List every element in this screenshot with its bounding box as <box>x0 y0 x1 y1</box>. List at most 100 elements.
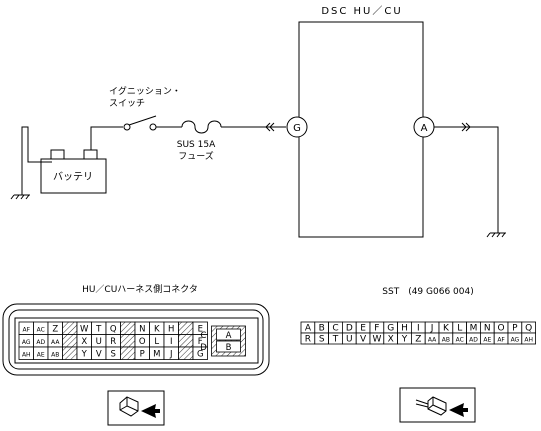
terminal-g-label: G <box>293 123 301 134</box>
a-to-ground-wire <box>434 126 499 233</box>
connector-pin-label: AB <box>51 352 59 359</box>
connector-blank-pin <box>62 321 78 335</box>
connector-pin-label: AE <box>37 352 45 359</box>
sst-pin-label: T <box>332 335 339 345</box>
connector-view-icon-left <box>107 390 165 426</box>
sst-pin-label: N <box>484 324 491 334</box>
ignition-switch <box>123 115 182 131</box>
arrow-icon <box>141 404 160 418</box>
sst-pin-label: E <box>360 324 366 334</box>
arrow-icon <box>449 403 468 417</box>
connector-pin-label: Z <box>52 325 58 335</box>
terminal-g <box>286 116 308 138</box>
connector-blank-pin <box>178 321 194 335</box>
connector-blank-pin <box>120 346 136 360</box>
sst-pin-label: AA <box>428 337 437 344</box>
connector-blank-pin <box>178 346 194 360</box>
connector-pin-label: AA <box>51 339 60 346</box>
sst-pin-label: AG <box>511 337 520 344</box>
connector-pin-label: G <box>197 350 204 360</box>
switch-label-line2: スイッチ <box>109 98 145 109</box>
connector-pin <box>216 340 241 353</box>
connector-pin-label: AC <box>37 327 45 334</box>
connector-pin-label: P <box>140 350 145 360</box>
sst-pin-label: J <box>430 324 434 334</box>
sst-pin-label: B <box>319 324 325 334</box>
connector-pin-label: C <box>201 331 207 341</box>
connector-pin-label: AH <box>22 352 31 359</box>
sst-pin-label: R <box>305 335 311 345</box>
sst-pin-label: Z <box>415 335 421 345</box>
sst-pin-label: U <box>346 335 353 345</box>
fuse <box>181 120 222 134</box>
connector-arrow-g <box>265 122 275 132</box>
connector-pin-label: AG <box>22 339 31 346</box>
connector-arrow-a <box>461 122 471 132</box>
battery-positive-wire <box>90 126 123 150</box>
circuit: DSC HU／CU バッテリ イグニッション・ スイッチ <box>10 5 506 238</box>
switch-label-line1: イグニッション・ <box>109 85 181 97</box>
sst-pin-label: AH <box>524 337 533 344</box>
sst-pin-label: D <box>346 324 353 334</box>
connector-pin-label: D <box>200 343 207 353</box>
connector-pin-label: R <box>110 337 116 347</box>
sst-pin-label: M <box>470 324 478 334</box>
connector-pin-label: K <box>154 325 160 335</box>
connector-pin-label: S <box>111 350 116 360</box>
unit-title: DSC HU／CU <box>321 5 402 17</box>
sst-pin-label: X <box>388 335 394 345</box>
connector-pin <box>192 346 208 360</box>
sst-pin-label: AD <box>469 337 478 344</box>
sst-pin-label: S <box>319 335 325 345</box>
fuse-label-line1: SUS 15A <box>177 140 216 150</box>
ground-symbol-right <box>486 232 506 238</box>
connector-pin-label: N <box>139 325 145 335</box>
connector-pin-label: E <box>198 325 203 335</box>
battery: バッテリ <box>40 149 107 194</box>
connector-pin-label: M <box>153 350 160 360</box>
sst-pin-label: AB <box>442 337 450 344</box>
connector-blank-pin <box>178 334 194 348</box>
sst-pin-label: AF <box>497 337 505 344</box>
sst-pin-label: V <box>360 335 367 345</box>
connector-pin-label: AF <box>22 327 30 334</box>
sst-pin <box>521 332 536 345</box>
connector-blank-pin <box>62 334 78 348</box>
connector-blank-pin <box>120 321 136 335</box>
sst-pin-label: W <box>372 335 381 345</box>
connector-pin-label: J <box>169 350 173 360</box>
connector-pin-label: A <box>226 331 232 341</box>
fuse-label-line2: フューズ <box>178 150 214 162</box>
sst-pin-label: A <box>305 324 312 334</box>
sst-pin-label: L <box>457 324 462 334</box>
sst-pin-label: Q <box>525 324 532 334</box>
sst-pin-label: H <box>401 324 408 334</box>
connector-pin-label: U <box>96 337 102 347</box>
connector-pin-label: X <box>81 337 87 347</box>
connector-pin-label: T <box>95 325 102 335</box>
sst-pin-label: C <box>332 324 338 334</box>
sst-pin-label: AC <box>456 337 464 344</box>
sst-pin-label: F <box>374 324 379 334</box>
connector-pin-label: H <box>168 325 174 335</box>
connector-title: HU／CUハーネス側コネクタ <box>82 283 198 295</box>
sst-pin-label: I <box>417 324 420 334</box>
connector-blank-pin <box>120 334 136 348</box>
sst-title: SST (49 G066 004) <box>382 287 473 297</box>
connector-pin-label: F <box>198 337 203 347</box>
sst-pin-label: AE <box>483 337 491 344</box>
sst-pin-label: K <box>443 324 450 334</box>
battery-label: バッテリ <box>53 171 93 183</box>
connector-pin <box>216 328 241 341</box>
connector-pin-label: B <box>226 343 232 353</box>
connector-blank-pin <box>62 346 78 360</box>
connector-pin-label: Q <box>110 325 117 335</box>
hu-cu-unit-box <box>298 21 424 238</box>
connector-pin-label: O <box>139 337 146 347</box>
ground-symbol-left <box>10 194 30 200</box>
battery-ground-wire <box>21 126 52 195</box>
connector-view-icon-right <box>399 387 476 423</box>
